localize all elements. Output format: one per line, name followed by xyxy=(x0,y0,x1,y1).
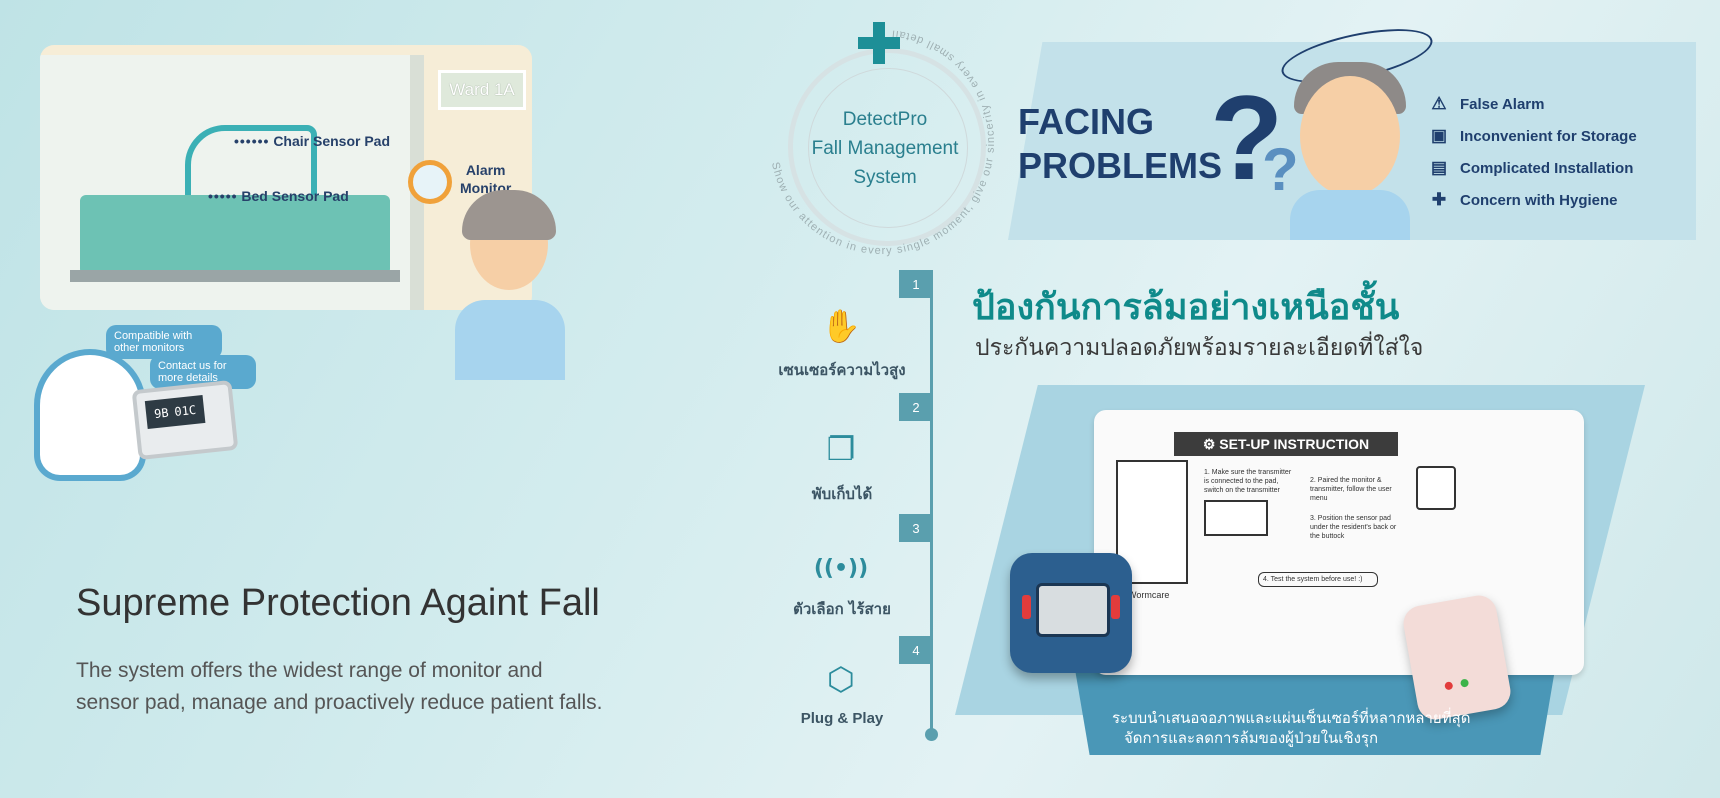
nurse2-body xyxy=(1290,190,1410,240)
board-step-4: 4. Test the system before use! :) xyxy=(1258,572,1378,587)
contact-bubble: Contact us for more details xyxy=(150,355,256,389)
monitor-screen xyxy=(1036,583,1110,637)
monitor-left-button xyxy=(1022,595,1031,619)
bed-sensor-label: ••••• Bed Sensor Pad xyxy=(208,188,349,204)
plus-icon-bar xyxy=(858,37,900,49)
question-mark-icon: ? xyxy=(1210,71,1284,205)
alarm-monitor-icon xyxy=(408,160,452,204)
monitor-right-button xyxy=(1111,595,1120,619)
feature-number: 4 xyxy=(899,636,933,664)
wireless-icon: ((•)) xyxy=(813,555,869,581)
detectpro-title: DetectPro Fall Management System xyxy=(811,109,959,188)
nurse-body xyxy=(455,300,565,380)
timeline-end-dot xyxy=(925,728,938,741)
board-step-2: 2. Paired the monitor & transmitter, fol… xyxy=(1310,477,1392,502)
feature-label: ตัวเลือก ไร้สาย xyxy=(793,600,891,618)
problem-list: ⚠False Alarm ▣Inconvenient for Storage ▤… xyxy=(1428,88,1637,216)
nurse-hair xyxy=(462,190,556,240)
feature-number: 2 xyxy=(899,393,933,421)
problem-item: ⚠False Alarm xyxy=(1428,88,1637,120)
compatible-bubble: Compatible with other monitors xyxy=(106,325,222,359)
timeline-line xyxy=(930,275,933,735)
problem-item: ▣Inconvenient for Storage xyxy=(1428,120,1637,152)
plug-play-icon: ⬡ xyxy=(827,660,855,698)
feature-label: Plug & Play xyxy=(800,710,884,727)
setup-instruction-board: ⚙ SET-UP INSTRUCTION 1. Make sure the tr… xyxy=(1094,410,1584,675)
question-mark-small-icon: ? xyxy=(1262,136,1299,203)
feature-number: 1 xyxy=(899,270,933,298)
detectpro-ring xyxy=(788,48,986,246)
bed xyxy=(80,195,390,275)
feature-label: พับเก็บได้ xyxy=(811,485,873,503)
chair-sensor-label: •••••• Chair Sensor Pad xyxy=(234,133,391,149)
mascot-left xyxy=(40,355,140,475)
document-icon: ▤ xyxy=(1430,158,1448,177)
ring-text-svg: Show our attention in every single momen… xyxy=(769,27,996,257)
board-brand: Wormcare xyxy=(1128,590,1170,600)
board-transmitter-sketch xyxy=(1204,500,1268,536)
ward-illustration: Ward 1A •••••• Chair Sensor Pad ••••• Be… xyxy=(40,45,532,310)
detectpro-inner-ring xyxy=(808,68,968,228)
transmitter-red-led xyxy=(1444,681,1454,691)
alarm-icon: ⚠ xyxy=(1431,94,1447,113)
board-step-1: 1. Make sure the transmitter is connecte… xyxy=(1204,469,1292,494)
problem-item: ✚Concern with Hygiene xyxy=(1428,184,1637,216)
fold-icon: ❐ xyxy=(826,430,856,468)
thai-headline: ป้องกันการล้มอย่างเหนือชั้น xyxy=(972,287,1400,328)
problems-title: FACING PROBLEMS xyxy=(1018,101,1223,186)
board-tools-icon xyxy=(1416,466,1456,510)
nurse2-head xyxy=(1300,76,1400,196)
box-icon: ▣ xyxy=(1430,126,1448,145)
problem-item: ▤Complicated Installation xyxy=(1428,152,1637,184)
hero-title: Supreme Protection Againt Fall xyxy=(76,582,600,624)
bed-frame xyxy=(70,270,400,282)
hero-description: The system offers the widest range of mo… xyxy=(76,659,603,714)
ward-sign: Ward 1A xyxy=(438,70,526,110)
feature-label: เซนเซอร์ความไวสูง xyxy=(778,361,906,379)
board-step-3: 3. Position the sensor pad under the res… xyxy=(1310,515,1397,540)
alarm-monitor-device xyxy=(1010,553,1132,673)
thai-subheadline: ประกันความปลอดภัยพร้อมรายละเอียดที่ใส่ใจ xyxy=(975,335,1424,361)
transmitter-green-led xyxy=(1459,678,1470,688)
feature-number: 3 xyxy=(899,514,933,542)
product-caption: ระบบนำเสนอจอภาพและแผ่นเซ็นเซอร์ที่หลากหล… xyxy=(1112,709,1471,747)
hygiene-icon: ✚ xyxy=(1431,190,1447,209)
board-title: ⚙ SET-UP INSTRUCTION xyxy=(1174,432,1398,456)
touch-sensor-icon: ✋ xyxy=(821,307,861,345)
transmitter-device xyxy=(1400,592,1514,723)
